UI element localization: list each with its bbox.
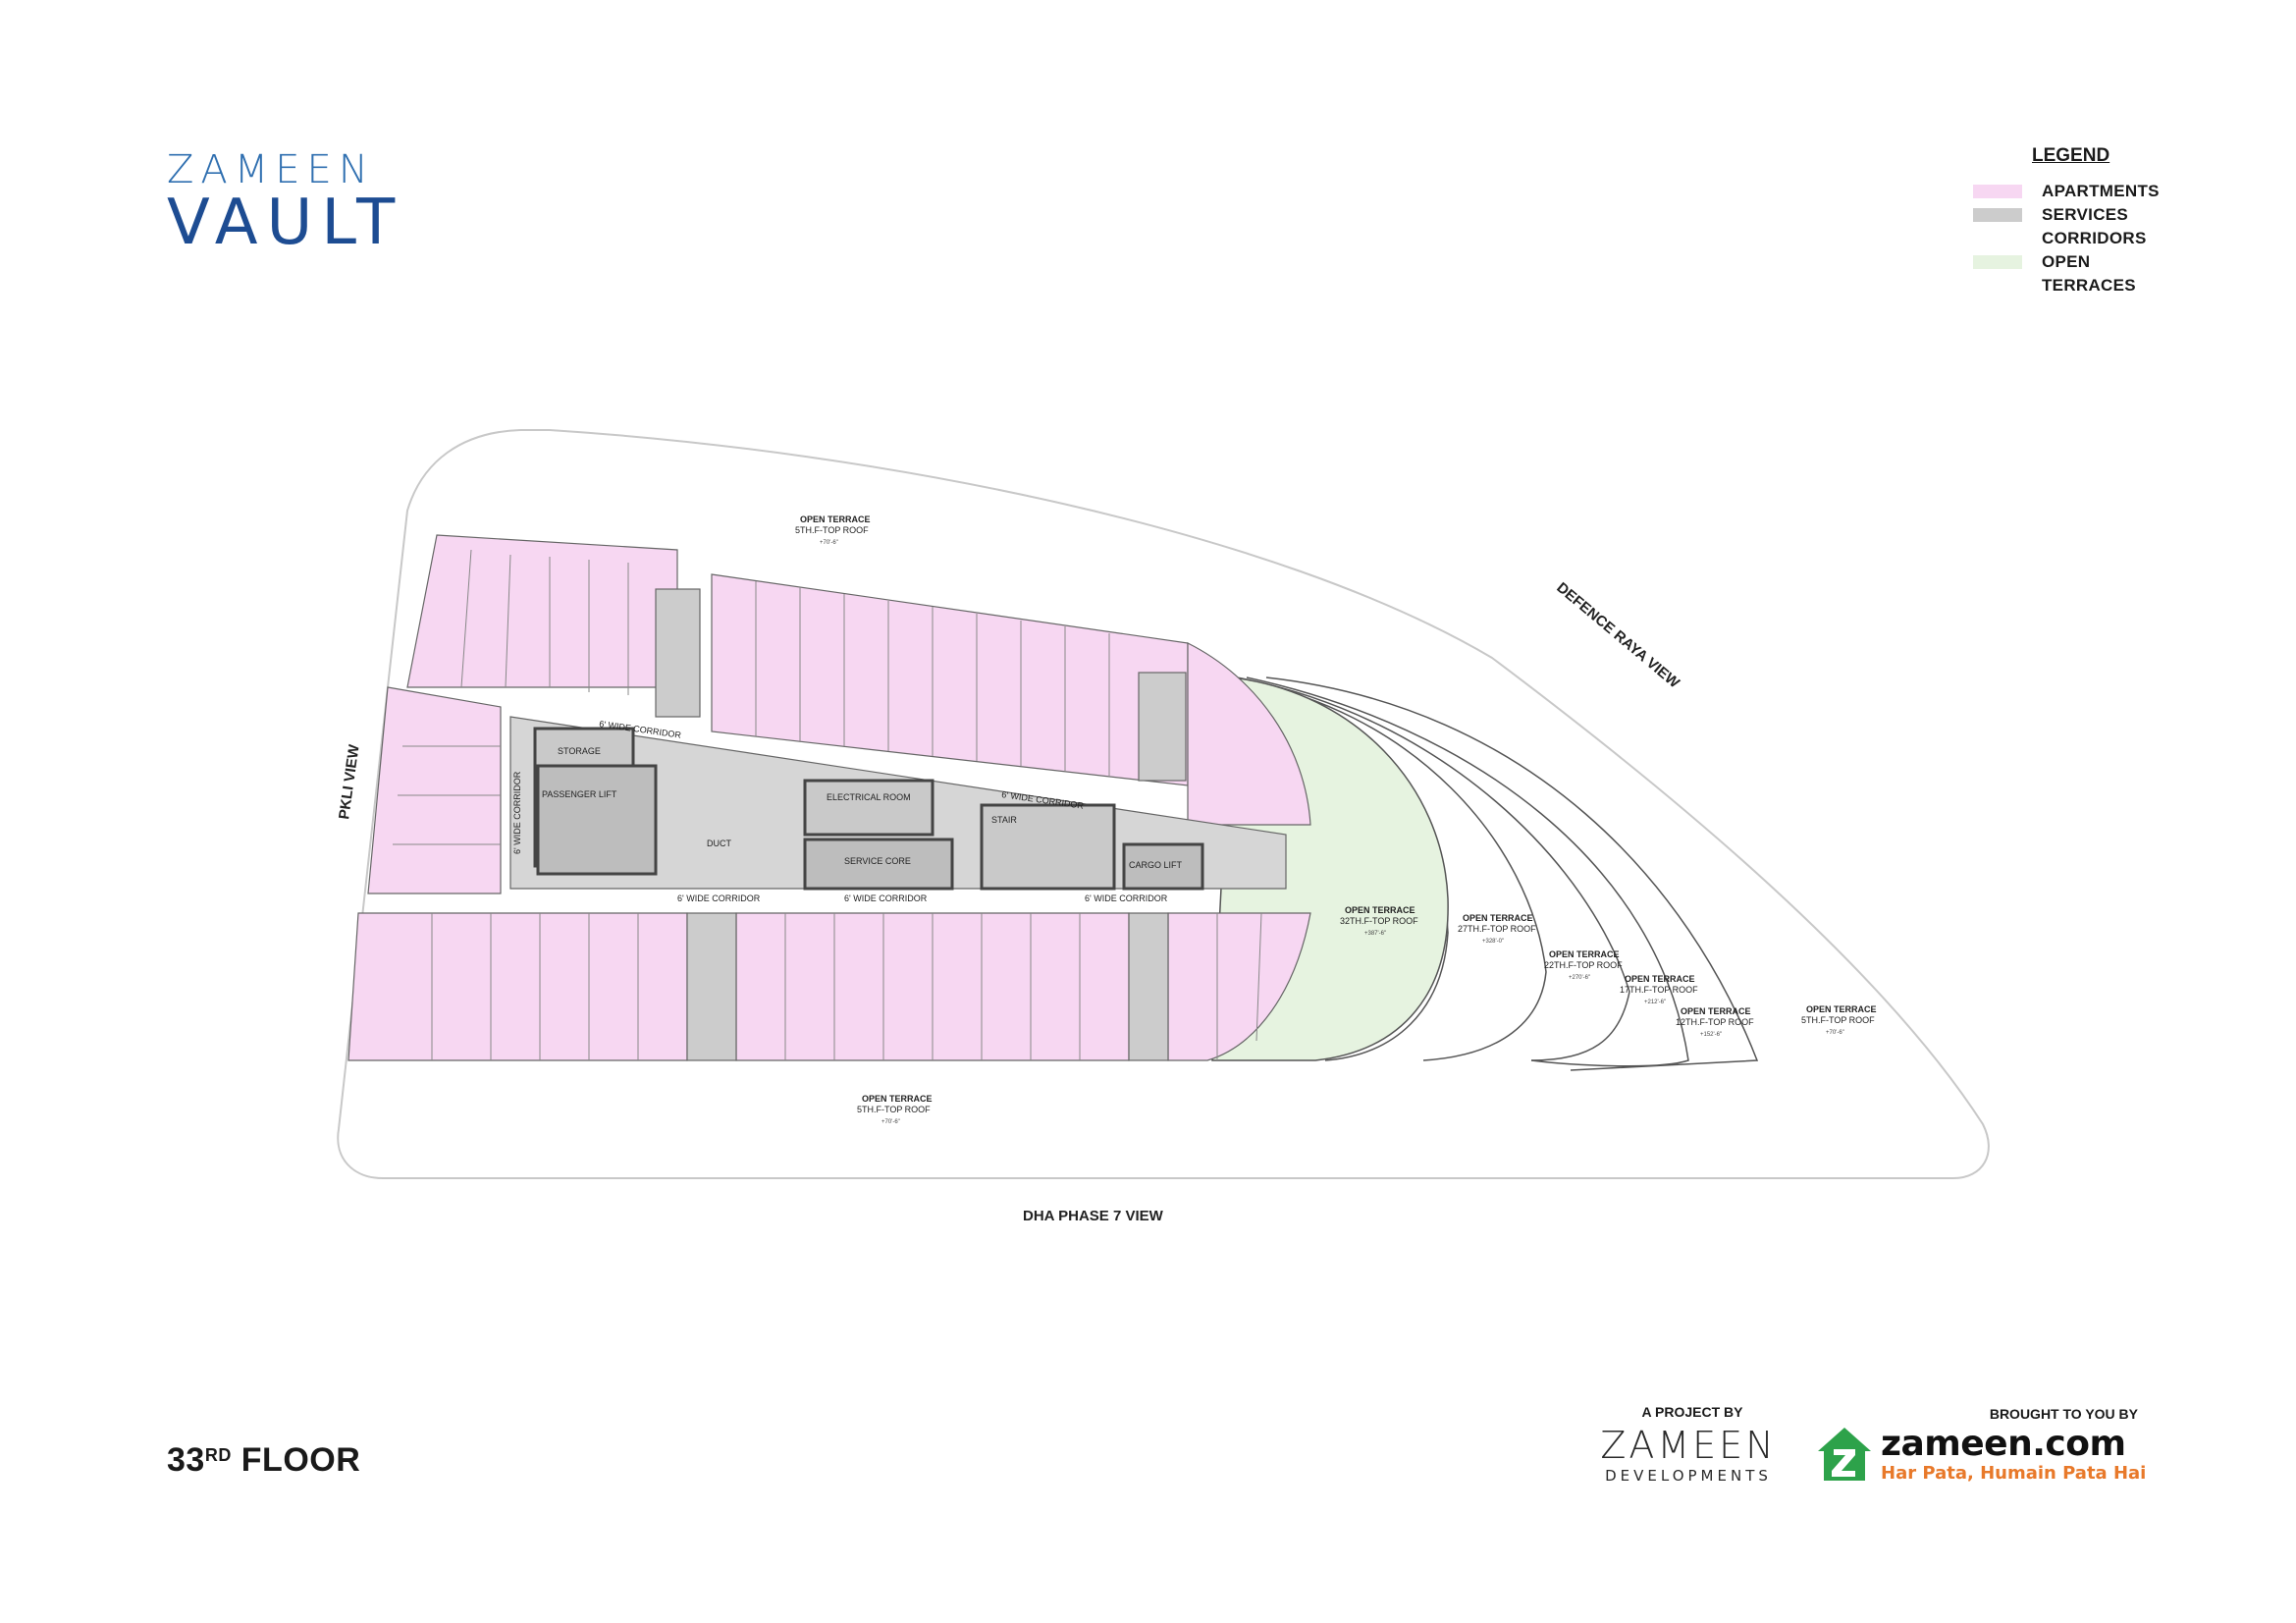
svg-text:5TH.F-TOP ROOF: 5TH.F-TOP ROOF — [857, 1105, 931, 1114]
floor-suffix: RD — [204, 1445, 232, 1465]
terrace-label: OPEN TERRACE 5TH.F-TOP ROOF +70'-6" — [795, 514, 871, 546]
legend-item-open: OPEN — [1973, 251, 2209, 275]
core-cargo-lift-block — [1122, 842, 1204, 891]
svg-text:+152'-6": +152'-6" — [1700, 1032, 1722, 1038]
terrace-label: OPEN TERRACE 17TH.F-TOP ROOF +212'-6" — [1620, 974, 1698, 1005]
svg-text:32TH.F-TOP ROOF: 32TH.F-TOP ROOF — [1340, 916, 1418, 926]
zameen-developments-logo: ZAMEEN — [1600, 1424, 1777, 1467]
svg-text:OPEN TERRACE: OPEN TERRACE — [1806, 1004, 1877, 1014]
service-shaft — [1138, 672, 1187, 782]
legend-label: APARTMENTS — [2042, 182, 2160, 200]
legend-title: LEGEND — [2032, 145, 2110, 166]
terrace-label: OPEN TERRACE 27TH.F-TOP ROOF +328'-0" — [1458, 913, 1536, 945]
svg-text:OPEN TERRACE: OPEN TERRACE — [1549, 949, 1620, 959]
svg-text:22TH.F-TOP ROOF: 22TH.F-TOP ROOF — [1544, 960, 1623, 970]
core-label-cargo-lift: CARGO LIFT — [1129, 860, 1183, 870]
corridor-label: 6' WIDE CORRIDOR — [512, 771, 522, 854]
brought-to-you-label: BROUGHT TO YOU BY — [1989, 1406, 2138, 1422]
service-shaft — [686, 912, 737, 1061]
svg-text:5TH.F-TOP ROOF: 5TH.F-TOP ROOF — [795, 525, 869, 535]
core-stair-block — [980, 803, 1116, 891]
core-label-electrical-room: ELECTRICAL ROOM — [827, 792, 911, 802]
floor-title: 33RD FLOOR — [167, 1441, 360, 1480]
core-label-duct: DUCT — [707, 839, 731, 848]
floor-label: FLOOR — [240, 1441, 361, 1479]
svg-text:12TH.F-TOP ROOF: 12TH.F-TOP ROOF — [1676, 1017, 1754, 1027]
apartments-south-3 — [1167, 912, 1311, 1061]
svg-text:OPEN TERRACE: OPEN TERRACE — [862, 1094, 933, 1104]
zameen-tagline: Har Pata, Humain Pata Hai — [1881, 1463, 2147, 1484]
view-label-bottom: DHA PHASE 7 VIEW — [1023, 1208, 1164, 1224]
corridor-label: 6' WIDE CORRIDOR — [677, 893, 761, 903]
terrace-label: OPEN TERRACE 5TH.F-TOP ROOF +70'-6" — [1801, 1004, 1877, 1036]
zameen-com-block: BROUGHT TO YOU BY zameen.com Har Pata, H… — [1814, 1406, 2148, 1485]
svg-text:OPEN TERRACE: OPEN TERRACE — [1625, 974, 1695, 984]
svg-text:+70'-6": +70'-6" — [881, 1119, 900, 1125]
svg-text:+270'-6": +270'-6" — [1569, 975, 1590, 981]
core-label-passenger-lift: PASSENGER LIFT — [542, 789, 617, 799]
zameen-logo-icon — [1818, 1428, 1871, 1481]
svg-text:+70'-6": +70'-6" — [820, 540, 838, 546]
core-service-block — [803, 838, 954, 891]
legend-label: OPEN — [2042, 252, 2091, 271]
legend-label: CORRIDORS — [2042, 229, 2147, 247]
service-shaft — [1128, 912, 1169, 1061]
brand-line-2: VAULT — [167, 187, 404, 259]
zameen-vault-logo: ZAMEEN VAULT — [167, 147, 402, 255]
legend: LEGEND APARTMENTS SERVICES CORRIDORS OPE… — [1973, 145, 2209, 298]
svg-text:17TH.F-TOP ROOF: 17TH.F-TOP ROOF — [1620, 985, 1698, 995]
terrace-label: OPEN TERRACE 22TH.F-TOP ROOF +270'-6" — [1544, 949, 1623, 981]
project-by-block: A PROJECT BY ZAMEEN DEVELOPMENTS — [1600, 1404, 1777, 1485]
svg-text:5TH.F-TOP ROOF: 5TH.F-TOP ROOF — [1801, 1015, 1875, 1025]
svg-text:+387'-6": +387'-6" — [1364, 931, 1386, 937]
svg-text:+328'-0": +328'-0" — [1482, 939, 1504, 945]
svg-text:OPEN TERRACE: OPEN TERRACE — [800, 514, 871, 524]
brand-line-1: ZAMEEN — [167, 147, 375, 192]
view-label-right: DEFENCE RAYA VIEW — [1553, 579, 1682, 692]
room-partitions — [393, 549, 1262, 1060]
apartments-north — [406, 534, 678, 688]
core-label-service-core: SERVICE CORE — [844, 856, 911, 866]
project-by-label: A PROJECT BY — [1641, 1404, 1743, 1420]
terrace-arc-2 — [1226, 676, 1547, 1061]
svg-text:OPEN TERRACE: OPEN TERRACE — [1463, 913, 1533, 923]
terrace-label: OPEN TERRACE 12TH.F-TOP ROOF +152'-6" — [1676, 1006, 1754, 1038]
legend-swatch-services — [1973, 208, 2022, 222]
legend-label: TERRACES — [2042, 276, 2136, 295]
apartments-west — [367, 686, 502, 894]
legend-swatch-terraces — [1973, 255, 2022, 269]
service-shaft — [655, 588, 701, 718]
svg-text:OPEN TERRACE: OPEN TERRACE — [1681, 1006, 1751, 1016]
legend-swatch-corridors — [1973, 232, 2022, 245]
legend-label: SERVICES — [2042, 205, 2129, 224]
corridor-label: 6' WIDE CORRIDOR — [1085, 893, 1168, 903]
legend-item-corridors: CORRIDORS — [1973, 228, 2209, 251]
apartments-south — [347, 912, 688, 1061]
svg-text:27TH.F-TOP ROOF: 27TH.F-TOP ROOF — [1458, 924, 1536, 934]
core-label-storage: STORAGE — [558, 746, 601, 756]
developments-label: DEVELOPMENTS — [1605, 1467, 1772, 1485]
legend-item-apartments: APARTMENTS — [1973, 181, 2209, 204]
view-label-left: PKLI VIEW — [336, 742, 363, 820]
svg-text:+70'-6": +70'-6" — [1826, 1030, 1844, 1036]
zameen-com-name: zameen.com — [1881, 1424, 2126, 1464]
legend-item-terraces: TERRACES — [1973, 275, 2209, 298]
core-passenger-lift-block — [536, 764, 658, 876]
svg-text:+212'-6": +212'-6" — [1644, 1000, 1666, 1005]
legend-swatch-apartments — [1973, 185, 2022, 198]
svg-text:OPEN TERRACE: OPEN TERRACE — [1345, 905, 1415, 915]
apartments-north-3 — [1187, 642, 1311, 826]
floor-number: 33 — [167, 1441, 205, 1479]
legend-item-services: SERVICES — [1973, 204, 2209, 228]
terrace-arc-4 — [1246, 676, 1689, 1067]
terrace-arc-3 — [1236, 676, 1630, 1061]
terrace-label: OPEN TERRACE 5TH.F-TOP ROOF +70'-6" — [857, 1094, 933, 1125]
terrace-arc-5 — [1265, 676, 1759, 1071]
corridor-label: 6' WIDE CORRIDOR — [844, 893, 928, 903]
core-label-stair: STAIR — [991, 815, 1017, 825]
terrace-label: OPEN TERRACE 32TH.F-TOP ROOF +387'-6" — [1340, 905, 1418, 937]
core-electrical-room — [803, 779, 934, 837]
